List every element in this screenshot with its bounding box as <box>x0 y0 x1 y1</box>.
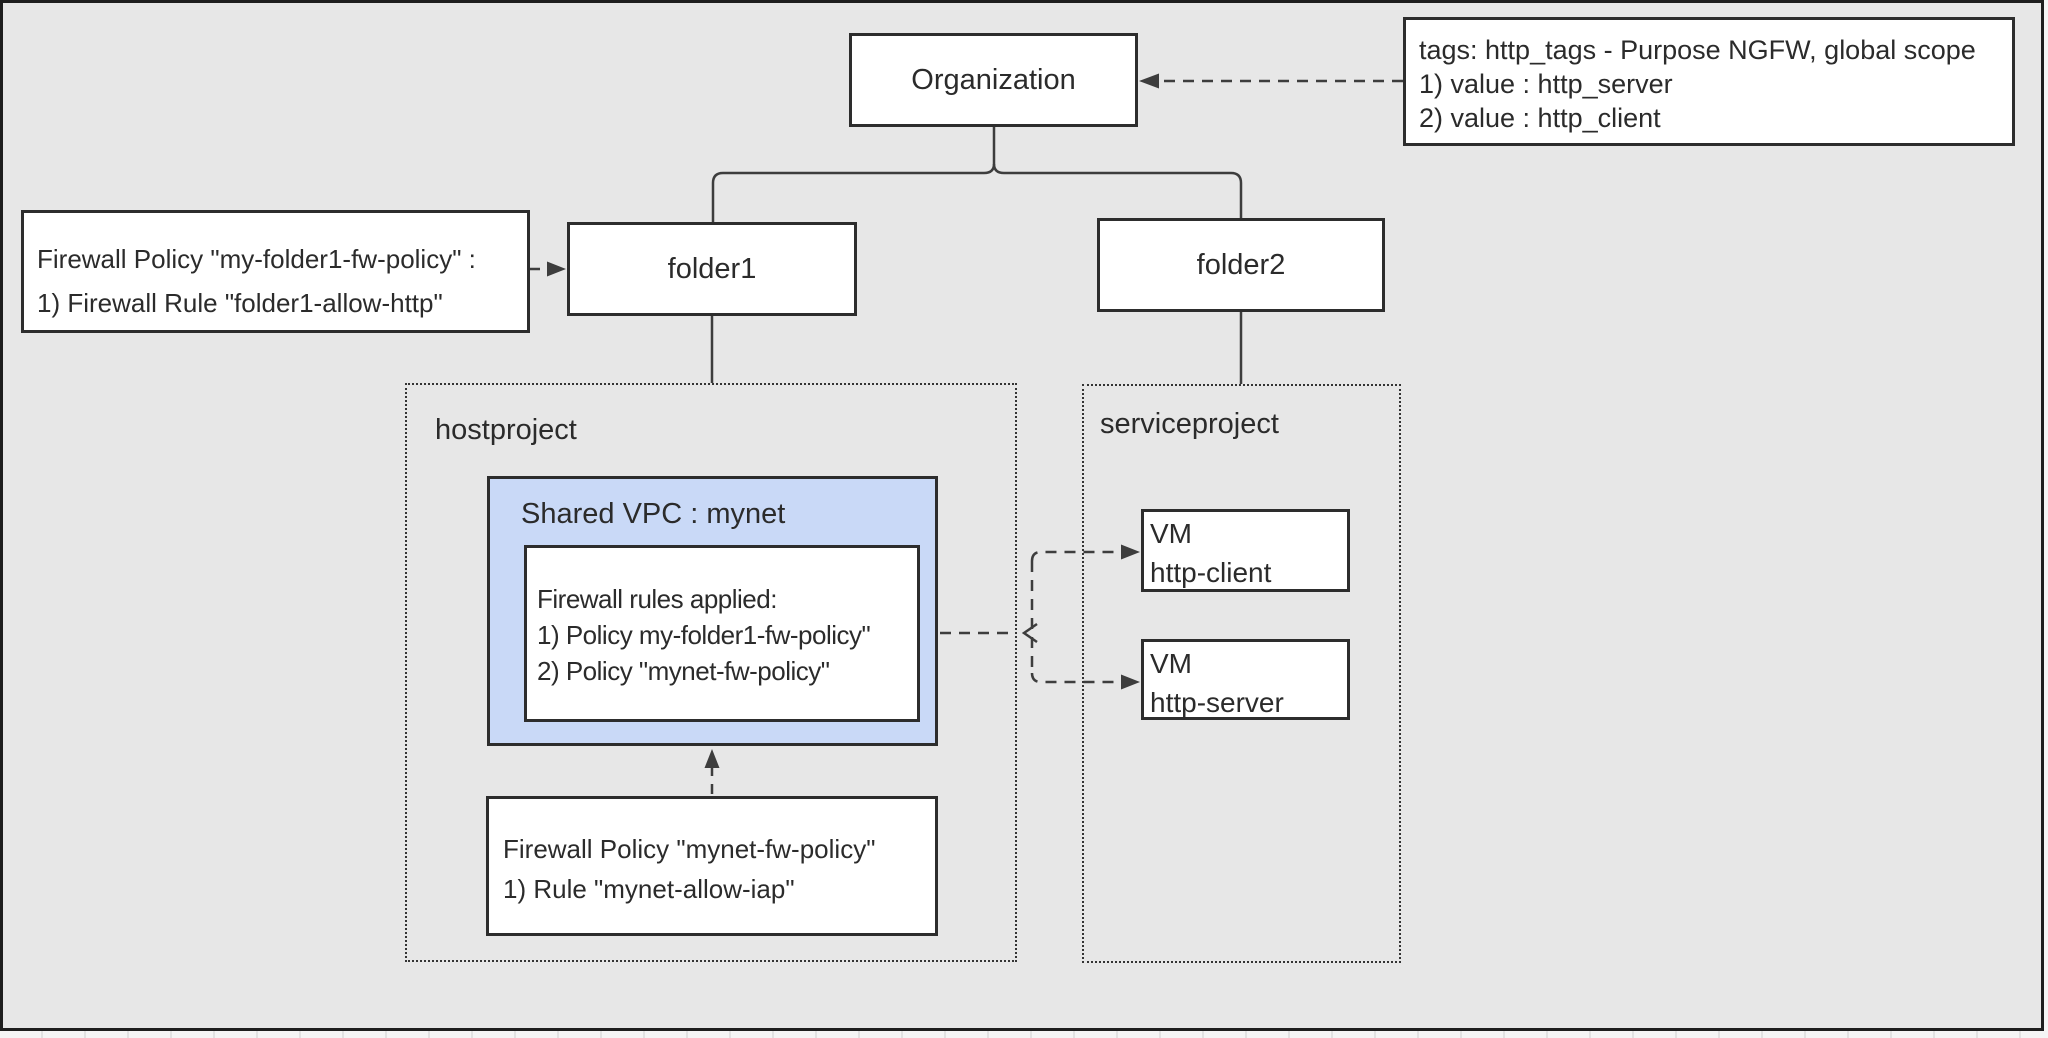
arrowhead-vmserver <box>1121 674 1140 690</box>
folder2-label: folder2 <box>1196 248 1286 281</box>
grid-ruler-ticks <box>0 1031 2048 1038</box>
tags-annotation: tags: http_tags - Purpose NGFW, global s… <box>1403 17 2015 146</box>
folder1-label: folder1 <box>667 252 757 285</box>
firewall-rules-line-1: Firewall rules applied: <box>537 584 777 614</box>
serviceproject-label: serviceproject <box>1100 408 1279 440</box>
tags-line-2: 1) value : http_server <box>1419 69 1673 99</box>
mynet-policy-line-2: 1) Rule "mynet-allow-iap" <box>503 874 795 904</box>
shared-vpc-title: Shared VPC : mynet <box>521 498 786 530</box>
vm-http-server-node: VM http-server <box>1141 639 1350 720</box>
firewall-rules-box: Firewall rules applied: 1) Policy my-fol… <box>524 545 920 722</box>
organization-label: Organization <box>911 63 1076 96</box>
arrowhead-tags-organization <box>1139 73 1159 89</box>
folder1-policy-line-1: Firewall Policy "my-folder1-fw-policy" : <box>37 244 476 274</box>
vm-http-client-node: VM http-client <box>1141 509 1350 592</box>
vm-server-line-2: http-server <box>1150 687 1284 718</box>
folder1-policy-annotation: Firewall Policy "my-folder1-fw-policy" :… <box>21 210 530 333</box>
connector-org-folder1 <box>711 127 996 222</box>
arrowhead-mynetpolicy-vpc <box>704 749 720 768</box>
tags-line-3: 2) value : http_client <box>1419 103 1661 133</box>
mynet-policy-annotation: Firewall Policy "mynet-fw-policy" 1) Rul… <box>486 796 938 936</box>
vm-client-line-2: http-client <box>1150 557 1272 588</box>
folder1-node: folder1 <box>567 222 857 316</box>
connector-junction-vmclient <box>1030 550 1122 562</box>
connector-junction-vmserver <box>1030 672 1122 684</box>
vm-server-line-1: VM <box>1150 648 1192 679</box>
arrowhead-junction-left-chevron <box>1021 622 1038 644</box>
arrowhead-vmclient <box>1121 544 1140 560</box>
serviceproject-container: serviceproject <box>1082 384 1401 963</box>
firewall-rules-line-2: 1) Policy my-folder1-fw-policy" <box>537 620 871 650</box>
connector-org-folder2 <box>992 163 1243 218</box>
arrowhead-policy-folder1 <box>547 261 566 277</box>
folder1-policy-line-2: 1) Firewall Rule "folder1-allow-http" <box>37 288 443 318</box>
hostproject-label: hostproject <box>435 414 577 446</box>
tags-line-1: tags: http_tags - Purpose NGFW, global s… <box>1419 35 1976 65</box>
firewall-rules-line-3: 2) Policy "mynet-fw-policy" <box>537 656 830 686</box>
vm-client-line-1: VM <box>1150 518 1192 549</box>
folder2-node: folder2 <box>1097 218 1385 312</box>
hostproject-container: hostproject <box>405 383 1017 962</box>
organization-node: Organization <box>849 33 1138 127</box>
mynet-policy-line-1: Firewall Policy "mynet-fw-policy" <box>503 834 876 864</box>
